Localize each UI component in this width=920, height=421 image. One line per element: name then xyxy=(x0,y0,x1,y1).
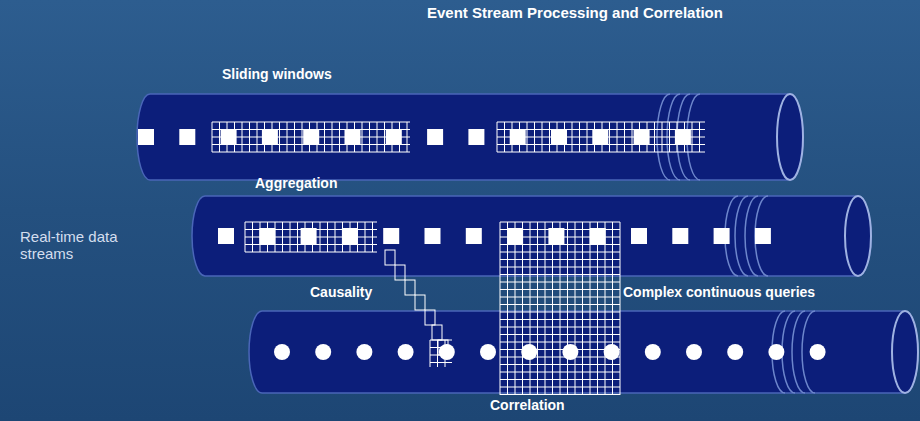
event-square xyxy=(383,228,399,244)
pipe-body xyxy=(192,196,871,276)
event-circle xyxy=(768,344,784,360)
event-square xyxy=(548,228,564,244)
event-square xyxy=(303,129,319,145)
window-grid xyxy=(212,122,410,152)
event-square xyxy=(631,228,647,244)
stream-label: Complex continuous queries xyxy=(623,284,815,300)
event-circle xyxy=(439,344,455,360)
event-square xyxy=(466,228,482,244)
event-square xyxy=(672,228,688,244)
event-square xyxy=(345,129,361,145)
event-square xyxy=(675,129,691,145)
event-circle xyxy=(562,344,578,360)
event-square xyxy=(342,228,358,244)
window-grid xyxy=(245,222,377,252)
stream-label: Real-time data streams xyxy=(20,228,130,263)
event-square xyxy=(138,129,154,145)
event-square xyxy=(427,129,443,145)
stream-label: Aggregation xyxy=(255,175,337,191)
stream-label: Causality xyxy=(310,284,372,300)
event-square xyxy=(221,129,237,145)
stream-pipe xyxy=(192,196,871,276)
event-circle xyxy=(315,344,331,360)
pipe-end xyxy=(777,94,803,180)
pipe-body xyxy=(249,311,918,393)
stream-pipe xyxy=(249,311,918,393)
event-square xyxy=(551,129,567,145)
event-circle xyxy=(274,344,290,360)
stream-label: Correlation xyxy=(490,397,565,413)
event-circle xyxy=(480,344,496,360)
event-square xyxy=(510,129,526,145)
event-square xyxy=(386,129,402,145)
window-grid xyxy=(500,222,620,395)
event-square xyxy=(218,228,234,244)
event-circle xyxy=(521,344,537,360)
event-square xyxy=(507,228,523,244)
event-square xyxy=(468,129,484,145)
event-square xyxy=(634,129,650,145)
event-square xyxy=(262,129,278,145)
event-square xyxy=(592,129,608,145)
pipe-end xyxy=(892,311,918,393)
event-circle xyxy=(727,344,743,360)
event-circle xyxy=(810,344,826,360)
causality-link xyxy=(385,250,448,355)
event-circle xyxy=(356,344,372,360)
event-square xyxy=(714,228,730,244)
pipe-body xyxy=(137,94,803,180)
event-circle xyxy=(398,344,414,360)
stream-pipe xyxy=(137,94,803,180)
event-circle xyxy=(686,344,702,360)
event-square xyxy=(755,228,771,244)
diagram-title: Event Stream Processing and Correlation xyxy=(427,4,723,21)
pipe-ring xyxy=(792,311,805,393)
event-square xyxy=(179,129,195,145)
pipe-end xyxy=(845,196,871,276)
event-square xyxy=(301,228,317,244)
event-circle xyxy=(604,344,620,360)
event-square xyxy=(590,228,606,244)
event-square xyxy=(259,228,275,244)
pipe-ring xyxy=(735,196,748,276)
event-circle xyxy=(645,344,661,360)
window-grid xyxy=(497,122,705,152)
event-square xyxy=(425,228,441,244)
stream-label: Sliding windows xyxy=(222,66,332,82)
